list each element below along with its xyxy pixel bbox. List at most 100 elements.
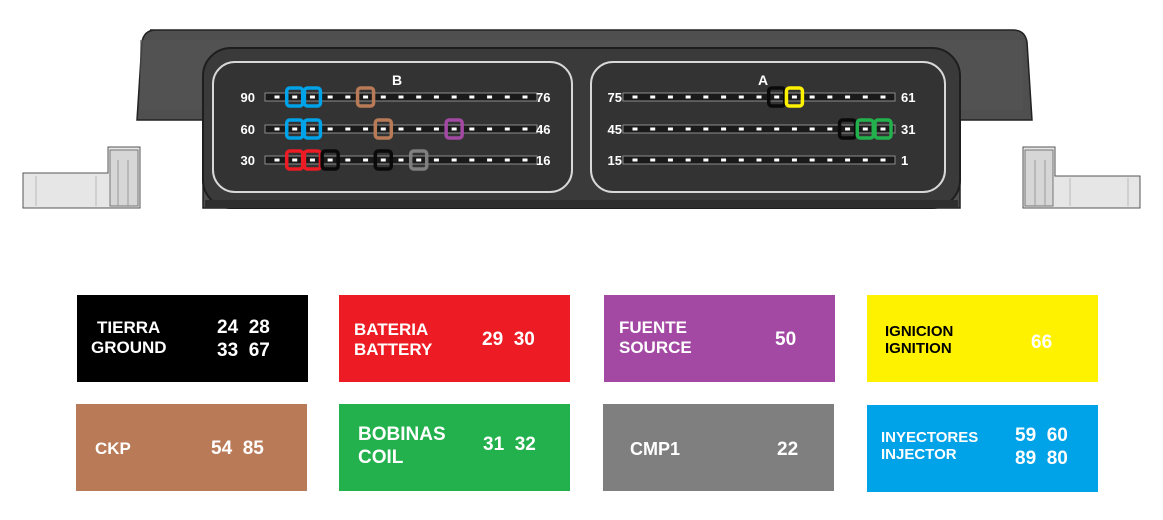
connector-b-pin: [398, 127, 404, 131]
connector-a-pin: [827, 127, 833, 131]
pin-marker-ground: [320, 149, 340, 171]
connector-b-pin: [433, 95, 439, 99]
connector-a-pin: [632, 95, 638, 99]
connector-b-pin: [309, 95, 315, 99]
connector-b-pin: [345, 127, 351, 131]
connector-b-row-3-left-number: 30: [241, 153, 255, 168]
connector-b-pin: [380, 127, 386, 131]
pin-marker-ground: [373, 149, 394, 171]
connector-a-pin: [880, 127, 886, 131]
connector-a-pin: [880, 158, 886, 162]
connector-a-row-1-left-number: 75: [608, 90, 622, 105]
connector-b-pin: [451, 127, 457, 131]
legend-ignition-pins-line1: 66: [1031, 332, 1053, 353]
connector-b-pin: [469, 95, 475, 99]
connector-b-pin: [345, 158, 351, 162]
connector-b-pin: [451, 158, 457, 162]
connector-b-pin: [363, 95, 369, 99]
connector-a-pin: [862, 127, 868, 131]
legend-battery-pins-line1: 29 30: [482, 329, 535, 350]
legend-ignition-label: IGNICION IGNITION: [885, 323, 953, 358]
legend-battery-pins: 29 30: [482, 329, 535, 352]
pin-markers: [284, 86, 893, 171]
legend-cmp-pins: 22: [777, 439, 798, 462]
connector-a-pin: [774, 158, 780, 162]
legend-coil-label-es: BOBINAS: [358, 424, 446, 445]
connector-a-pin: [650, 127, 656, 131]
connector-a-pin: [880, 95, 886, 99]
connector-a-pin: [703, 158, 709, 162]
legend-injector-label-en: INJECTOR: [881, 446, 957, 464]
legend-ignition: IGNICION IGNITION 66: [867, 295, 1098, 382]
legend-coil-label-en: COIL: [358, 446, 404, 468]
connector-b-row-2-left-number: 60: [241, 122, 255, 137]
connector-b-pin: [433, 158, 439, 162]
connector-b-pin: [363, 158, 369, 162]
legend-battery-label-en: BATTERY: [354, 339, 433, 359]
connector-b-pin: [398, 95, 404, 99]
legend-ground: TIERRA GROUND 24 28 33 67: [77, 295, 308, 382]
connector-b-pin: [292, 127, 298, 131]
connector-b-pin: [380, 95, 386, 99]
connector-b-pin: [451, 95, 457, 99]
legend-ignition-label-en: IGNITION: [885, 340, 952, 358]
connector-a-pin: [721, 95, 727, 99]
connector-b-pin: [522, 95, 528, 99]
connector-b-pin: [416, 95, 422, 99]
connector-b-pin: [487, 127, 493, 131]
connector-b-pin: [327, 158, 333, 162]
connector-a-pin: [756, 127, 762, 131]
connector-b-row-2-right-number: 46: [536, 122, 550, 137]
legend-battery: BATERIA BATTERY 29 30: [339, 295, 570, 382]
legend-battery-label: BATERIA BATTERY: [354, 320, 432, 359]
connector-b-pin: [469, 127, 475, 131]
connector-a-pin: [703, 127, 709, 131]
connector-b-pin: [416, 158, 422, 162]
connector-a-pin: [650, 95, 656, 99]
connector-b-pin: [522, 127, 528, 131]
connector-b-pin: [398, 158, 404, 162]
legend-ckp-label-es: CKP: [95, 439, 131, 458]
legend-ignition-label-es: IGNICION: [885, 323, 954, 340]
legend-source-label: FUENTE SOURCE: [619, 318, 692, 357]
connector-b-pin: [504, 158, 510, 162]
legend-injector-label: INYECTORES INJECTOR: [881, 429, 978, 464]
connector-b-pin: [292, 158, 298, 162]
connector-b-pin: [274, 158, 280, 162]
connector-b-pin: [309, 158, 315, 162]
pin-marker-ckp: [355, 86, 376, 108]
connector-a-pin: [685, 127, 691, 131]
connector-a-pin: [685, 158, 691, 162]
connector-b-pin: [327, 127, 333, 131]
connector-a-pin: [632, 158, 638, 162]
connector-a-pin: [721, 158, 727, 162]
legend-cmp-label: CMP1: [630, 439, 680, 460]
legend-cmp: CMP1 22: [603, 404, 834, 491]
connector-b-pin: [504, 127, 510, 131]
connector-a-pin: [632, 127, 638, 131]
legend-injector-pins-line2: 89 80: [1015, 447, 1068, 469]
pin-marker-injector: [302, 118, 323, 140]
legend-battery-label-es: BATERIA: [354, 320, 429, 339]
legend-injector-pins: 59 60 89 80: [1015, 425, 1068, 471]
connector-a-pin: [756, 95, 762, 99]
legend-coil-label: BOBINAS COIL: [358, 424, 446, 470]
connector-b-pin: [469, 158, 475, 162]
legend-source: FUENTE SOURCE 50: [604, 295, 835, 382]
connector-a-pin: [650, 158, 656, 162]
pin-marker-coil: [873, 118, 893, 140]
connector-b-pin: [380, 158, 386, 162]
connector-a-pin: [845, 95, 851, 99]
connector-a-pin: [862, 158, 868, 162]
connector-b-row-1-right-number: 76: [536, 90, 550, 105]
legend-ground-pins-line2: 33 67: [217, 339, 270, 361]
connector-a-pin: [721, 127, 727, 131]
connector-b-pin: [522, 158, 528, 162]
legend-ckp: CKP 54 85: [76, 404, 307, 491]
connector-b-pin: [487, 158, 493, 162]
legend-source-label-es: FUENTE: [619, 318, 687, 337]
connector-a-pin: [791, 158, 797, 162]
connector-a-pin: [791, 127, 797, 131]
connector-b-pin: [504, 95, 510, 99]
